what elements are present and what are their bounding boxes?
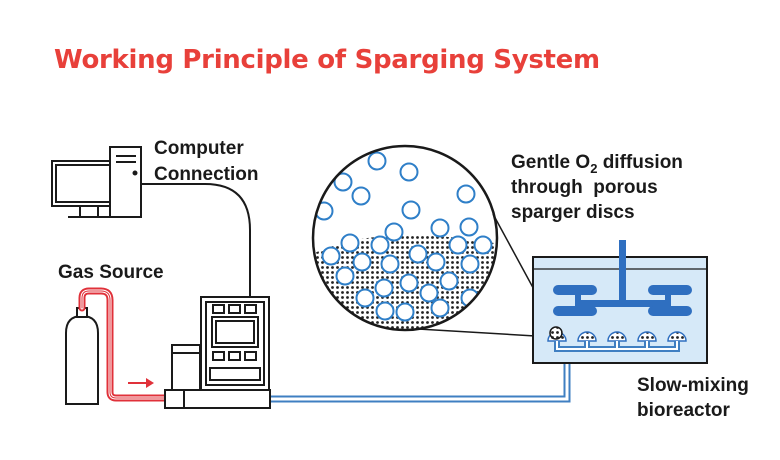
gas-cylinder-icon <box>65 307 99 405</box>
computer-icon <box>51 146 142 218</box>
label-bioreactor-line2: bioreactor <box>637 400 731 421</box>
label-computer-line2: Connection <box>154 164 259 185</box>
zoom-detail-circle <box>311 144 499 332</box>
label-diffusion-line3: sparger discs <box>511 202 635 223</box>
label-computer-line1: Computer <box>154 138 244 159</box>
page-title: Working Principle of Sparging System <box>54 45 600 75</box>
output-line <box>268 350 571 403</box>
label-diffusion-line2: through porous <box>511 177 658 198</box>
flow-controller-icon <box>164 296 271 409</box>
flow-arrow-icon <box>128 378 154 388</box>
bioreactor-icon <box>532 240 708 364</box>
computer-cable <box>141 183 251 298</box>
label-gas-source: Gas Source <box>58 262 164 283</box>
gas-line <box>78 287 169 402</box>
label-bioreactor-line1: Slow-mixing <box>637 375 749 396</box>
label-diffusion-line1: Gentle O2 diffusion <box>511 152 683 176</box>
